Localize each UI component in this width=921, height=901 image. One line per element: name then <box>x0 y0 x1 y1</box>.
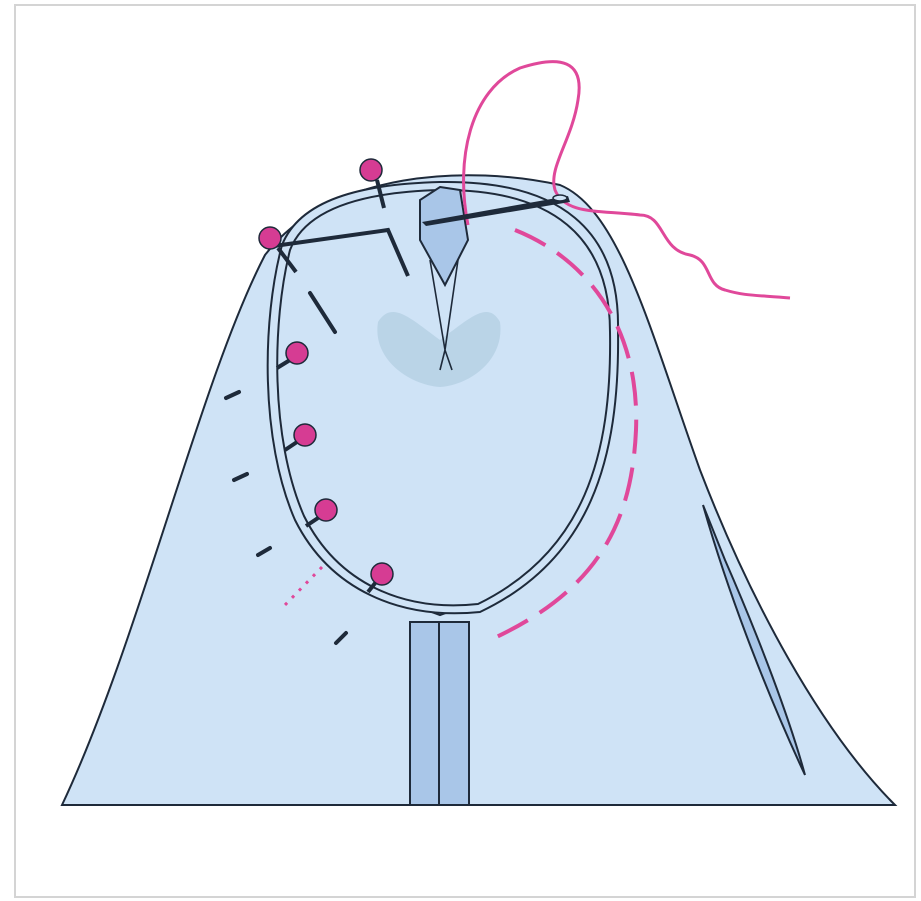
needle-eye <box>553 195 567 201</box>
pin-head-1 <box>360 159 382 181</box>
sleeve-seam-strip-left <box>410 622 439 805</box>
pin-head-5 <box>315 499 337 521</box>
pin-head-6 <box>371 563 393 585</box>
sleeve-seam-strip-right <box>439 622 469 805</box>
pin-head-2 <box>259 227 281 249</box>
pin-head-4 <box>294 424 316 446</box>
pin-head-3 <box>286 342 308 364</box>
